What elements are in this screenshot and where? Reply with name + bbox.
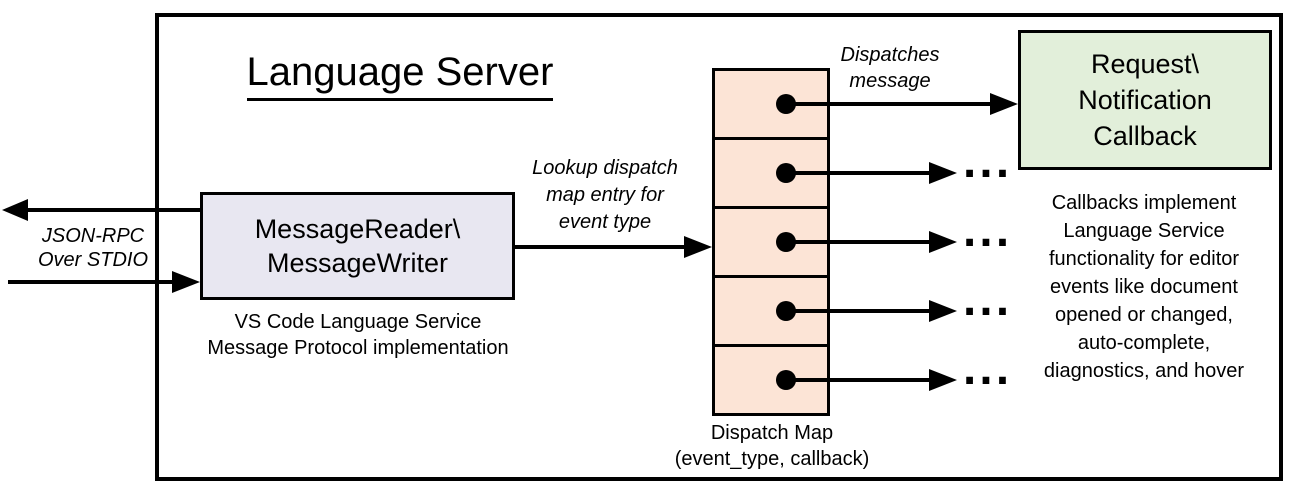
callback-box-line3: Callback [1093, 121, 1197, 151]
lookup-label: Lookup dispatch map entry for event type [505, 155, 705, 236]
callback-caption: Callbacks implement Language Service fun… [1008, 189, 1280, 385]
dispatch-arrow-line-2 [786, 171, 929, 175]
dispatch-arrow-line-5 [786, 378, 929, 382]
callback-caption-line4: events like document [1050, 276, 1238, 298]
message-reader-line: MessageReader\ [254, 214, 461, 244]
callback-caption-line7: diagnostics, and hover [1043, 360, 1245, 382]
dispatch-arrowhead-icon-5 [929, 369, 957, 391]
dispatch-arrow-line-4 [786, 309, 929, 313]
request-notification-callback-box: Request\ Notification Callback [1018, 30, 1272, 170]
dispatch-arrowhead-icon-4 [929, 300, 957, 322]
diagram-title: Language Server [200, 50, 600, 101]
lookup-arrow-line [515, 245, 687, 249]
stdio-outbound-arrowhead-icon [2, 199, 28, 221]
dispatch-arrow-line-3 [786, 240, 929, 244]
dispatch-arrowhead-icon-3 [929, 231, 957, 253]
dispatch-map-caption-line2: (event_type, callback) [674, 448, 870, 470]
json-rpc-label-line1: JSON-RPC [41, 225, 145, 247]
dispatches-message-label: Dispatches message [795, 42, 985, 94]
ellipsis-5: ... [962, 349, 1012, 393]
json-rpc-label: JSON-RPC Over STDIO [13, 224, 173, 272]
dispatch-map-caption-line1: Dispatch Map [710, 422, 834, 444]
lookup-label-line3: event type [558, 211, 652, 233]
dispatches-message-line1: Dispatches [840, 44, 940, 66]
language-server-boundary [155, 13, 1283, 481]
callback-box-line1: Request\ [1090, 49, 1200, 79]
lookup-label-line2: map entry for [546, 184, 664, 206]
json-rpc-label-line2: Over STDIO [37, 249, 148, 271]
diagram-title-text: Language Server [246, 50, 554, 101]
dispatch-arrow-line-1 [786, 102, 990, 106]
lookup-label-line1: Lookup dispatch [532, 157, 678, 179]
stdio-outbound-arrow-line [28, 208, 200, 212]
ellipsis-4: ... [962, 280, 1012, 324]
stdio-inbound-arrow-line [8, 280, 172, 284]
dispatch-arrowhead-icon-1 [990, 93, 1018, 115]
ellipsis-2: ... [962, 142, 1012, 186]
stdio-inbound-arrowhead-icon [172, 271, 200, 293]
callback-box-line2: Notification [1078, 85, 1212, 115]
callback-caption-line2: Language Service [1063, 220, 1225, 242]
dispatches-message-line2: message [849, 70, 931, 92]
callback-caption-line3: functionality for editor [1048, 248, 1240, 270]
reader-caption-line1: VS Code Language Service [234, 311, 482, 333]
callback-caption-line1: Callbacks implement [1051, 192, 1237, 214]
message-reader-writer-box: MessageReader\ MessageWriter [200, 192, 515, 300]
message-writer-line: MessageWriter [266, 248, 449, 278]
lookup-arrowhead-icon [684, 236, 712, 258]
reader-caption: VS Code Language Service Message Protoco… [193, 309, 523, 361]
callback-caption-line5: opened or changed, [1055, 304, 1233, 326]
ellipsis-3: ... [962, 211, 1012, 255]
reader-caption-line2: Message Protocol implementation [207, 337, 509, 359]
dispatch-arrowhead-icon-2 [929, 162, 957, 184]
dispatch-map-caption: Dispatch Map (event_type, callback) [655, 420, 889, 472]
callback-caption-line6: auto-complete, [1077, 332, 1211, 354]
